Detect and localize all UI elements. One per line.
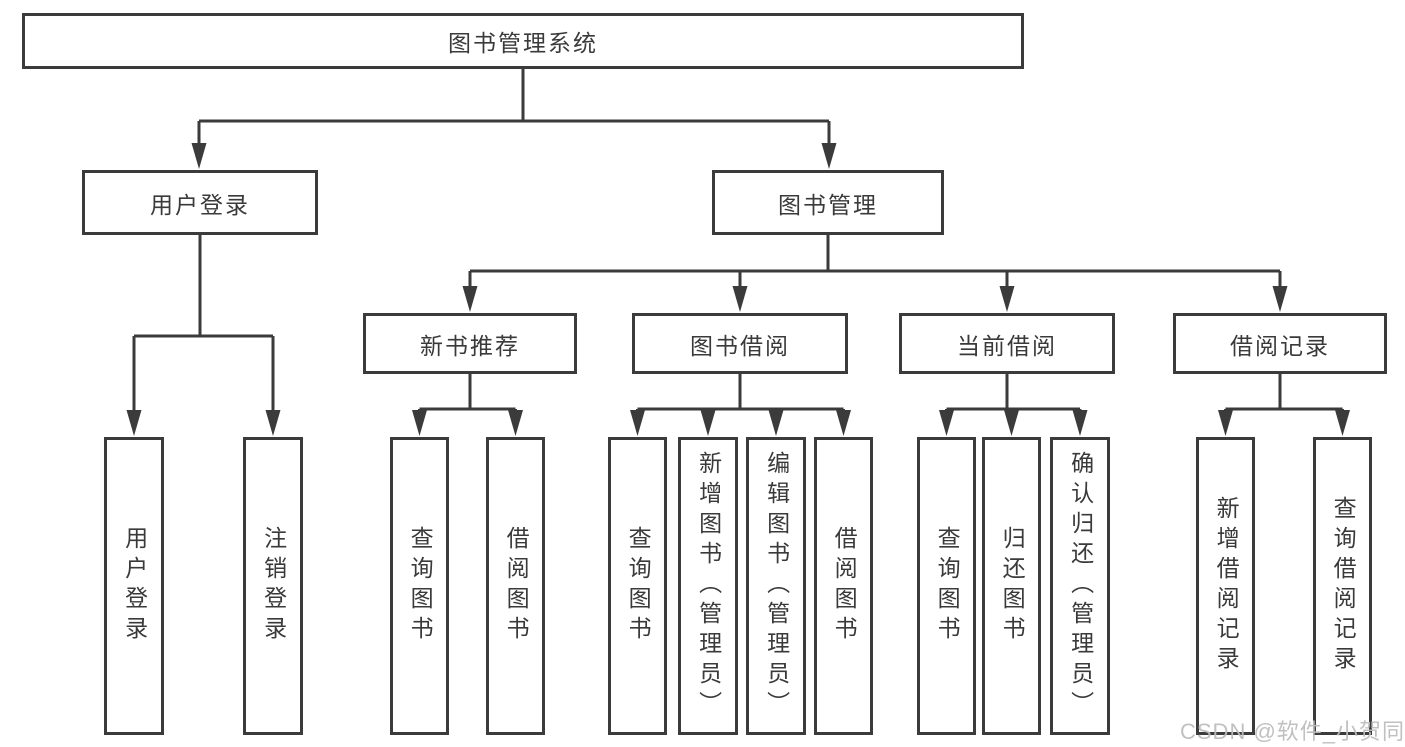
node-borrow-records: 借阅记录 <box>1173 313 1387 374</box>
arrowhead-icon <box>191 143 207 169</box>
arrowhead-icon <box>508 410 523 436</box>
arrowhead-icon <box>1272 286 1288 312</box>
leaf-query-books-recommend: 查询图书 <box>390 437 449 735</box>
node-new-book-recommend: 新书推荐 <box>363 313 577 374</box>
leaf-add-borrow-record: 新增借阅记录 <box>1196 437 1255 735</box>
node-root-system: 图书管理系统 <box>22 13 1024 69</box>
leaf-add-book-admin: 新增图书（管理员） <box>678 437 738 735</box>
node-current-borrow: 当前借阅 <box>899 313 1115 374</box>
leaf-edit-book-admin: 编辑图书（管理员） <box>746 437 806 735</box>
arrowhead-icon <box>126 410 142 436</box>
arrowhead-icon <box>630 410 645 436</box>
leaf-borrow-books-recommend: 借阅图书 <box>486 437 545 735</box>
leaf-borrow-books: 借阅图书 <box>814 437 873 735</box>
arrowhead-icon <box>1004 410 1019 436</box>
arrowhead-icon <box>1072 410 1088 436</box>
arrowhead-icon <box>821 143 837 169</box>
arrowhead-icon <box>700 410 716 436</box>
leaf-logout: 注销登录 <box>243 437 303 735</box>
leaf-confirm-return-admin: 确认归还（管理员） <box>1050 437 1110 735</box>
node-book-borrow: 图书借阅 <box>632 313 848 374</box>
leaf-query-books-borrow: 查询图书 <box>608 437 667 735</box>
arrowhead-icon <box>1335 410 1350 436</box>
arrowhead-icon <box>732 286 748 312</box>
arrowhead-icon <box>265 410 281 436</box>
arrowhead-icon <box>999 286 1015 312</box>
leaf-return-book: 归还图书 <box>982 437 1041 735</box>
leaf-user-login: 用户登录 <box>104 437 164 735</box>
node-book-management: 图书管理 <box>712 170 944 235</box>
arrowhead-icon <box>836 410 851 436</box>
arrowhead-icon <box>1218 410 1233 436</box>
arrowhead-icon <box>462 286 478 312</box>
arrowhead-icon <box>939 410 954 436</box>
leaf-query-borrow-record: 查询借阅记录 <box>1313 437 1372 735</box>
arrowhead-icon <box>412 410 427 436</box>
node-user-login: 用户登录 <box>82 170 318 235</box>
arrowhead-icon <box>768 410 784 436</box>
csdn-watermark: CSDN @软件_小贺同学 <box>1180 719 1405 744</box>
leaf-query-books-current: 查询图书 <box>917 437 976 735</box>
